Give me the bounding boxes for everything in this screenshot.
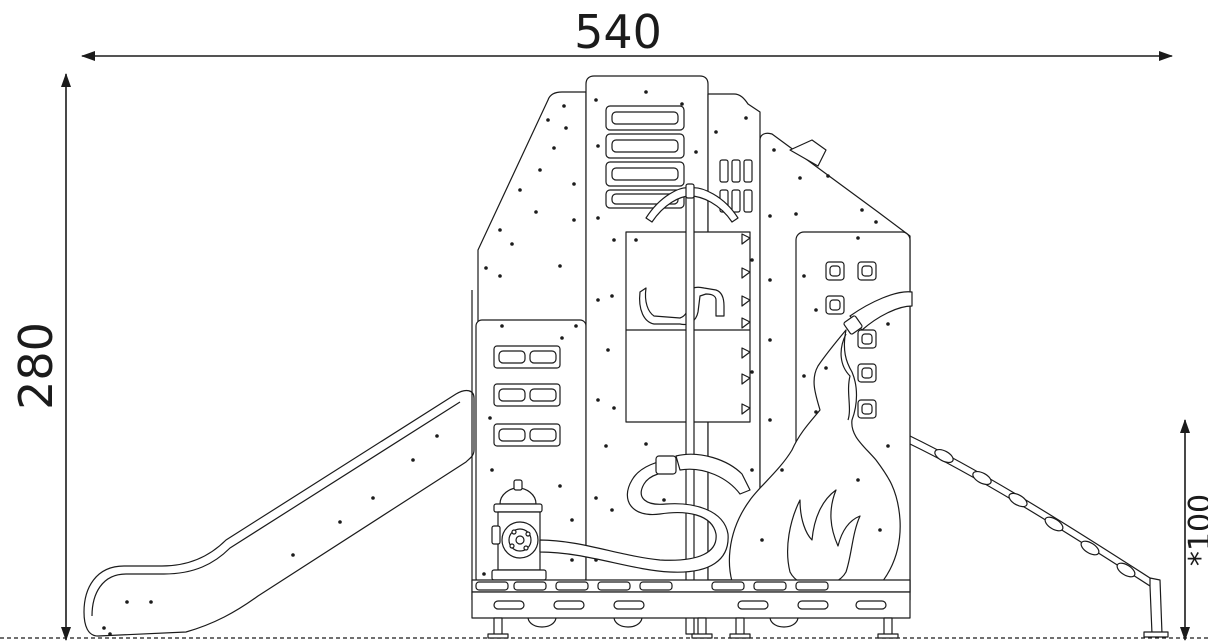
flames (728, 329, 901, 616)
height-dimension-label: 280 (9, 322, 63, 410)
upper-hose (843, 291, 913, 335)
hatch-panel (610, 231, 751, 423)
base-skirt (471, 579, 911, 619)
side-height-dimension-label: *100 (1183, 494, 1208, 566)
vent-slots (605, 105, 685, 209)
chain-ladder (909, 435, 1169, 638)
window-row-1 (493, 345, 561, 369)
slide (83, 389, 475, 637)
window-row-3 (493, 423, 561, 447)
hydrant (491, 479, 547, 581)
fire-pole (645, 183, 739, 635)
feet (487, 617, 899, 639)
window-row-2 (493, 383, 561, 407)
hinges (741, 233, 751, 415)
lower-hose (539, 453, 751, 573)
width-dimension-label: 540 (574, 5, 662, 59)
